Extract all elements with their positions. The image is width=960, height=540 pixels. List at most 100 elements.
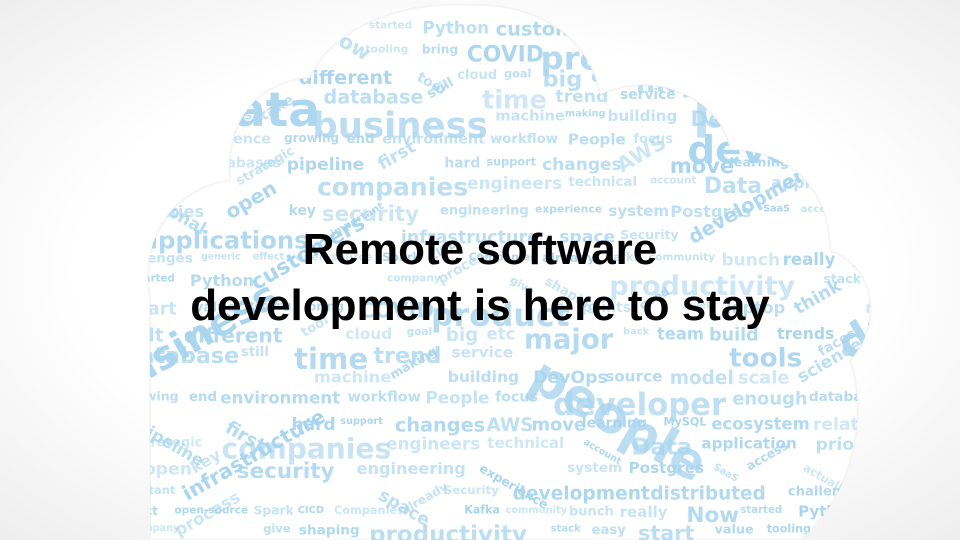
cloud-word: strategic [136, 436, 202, 451]
cloud-word: SaaS [763, 204, 790, 215]
cloud-word: MySQL [663, 415, 706, 428]
cloud-word: value [715, 523, 754, 538]
cloud-word: DevOps [533, 368, 608, 388]
cloud-word: access [801, 204, 839, 215]
cloud-word: bunch [722, 250, 781, 270]
cloud-word: system [567, 460, 622, 476]
cloud-word: development [513, 484, 650, 505]
cloud-word: already [542, 250, 595, 265]
cloud-word: companies [317, 172, 468, 201]
cloud-word: support [340, 416, 383, 427]
cloud-word: making [565, 109, 606, 120]
cloud-word: Data [704, 174, 762, 199]
cloud-word: changes [542, 155, 622, 175]
cloud-word: Spark [254, 504, 295, 518]
cloud-word: move [532, 415, 586, 436]
cloud-word: developer [553, 388, 727, 423]
cloud-word: built [115, 325, 164, 347]
cloud-word: give [263, 522, 291, 536]
cloud-word: support [486, 155, 536, 168]
cloud-word: security [237, 459, 335, 484]
cloud-word: now [865, 298, 902, 317]
cloud-word: technical [568, 175, 637, 190]
cloud-word: COVID [359, 299, 435, 324]
cloud-word: security [322, 202, 419, 227]
cloud-word: company [387, 273, 441, 285]
cloud-word: enough [732, 389, 807, 410]
cloud-word: laptop [726, 299, 785, 318]
cloud-word: COVID [467, 42, 544, 67]
cloud-word: machine [495, 108, 564, 125]
cloud-word: started [133, 273, 175, 285]
cloud-word: Kafka [464, 504, 500, 517]
cloud-word: hard [444, 155, 480, 171]
cloud-word: really [783, 250, 836, 269]
cloud-word: build [709, 326, 759, 346]
cloud-word: engineers [386, 434, 480, 454]
cloud-word: relational [813, 415, 906, 435]
cloud-word: easy [592, 523, 627, 538]
cloud-word: community [505, 505, 567, 516]
cloud-word: account [650, 175, 696, 187]
cloud-word: major [524, 323, 614, 356]
cloud-word: value [195, 300, 237, 316]
cloud-word: distributed [650, 484, 765, 505]
cloud-word: service [620, 87, 676, 103]
cloud-word: tooling [767, 522, 811, 535]
cloud-word: productivity [369, 522, 527, 540]
cloud-word: building [448, 368, 519, 386]
cloud-word: Data [631, 435, 692, 461]
cloud-word: Companies [469, 251, 537, 264]
cloud-word: Postgres [670, 202, 751, 221]
cloud-word: bring [307, 300, 344, 314]
cloud-word: changes [395, 414, 485, 437]
cloud-word: Security [444, 483, 499, 497]
cloud-word: time [294, 342, 368, 376]
cloud-word: AWS [487, 415, 534, 436]
cloud-word: system [608, 202, 669, 220]
cloud-word: growing [284, 131, 339, 145]
cloud-word: goal [407, 326, 432, 338]
cloud-word: Kafka [604, 250, 641, 264]
cloud-word: People [426, 388, 490, 408]
cloud-word: goal [504, 68, 531, 81]
cloud-word: building [608, 107, 678, 125]
cloud-word: database [124, 343, 240, 369]
cloud-word: effect [253, 252, 285, 263]
cloud-word: shaping [299, 522, 360, 538]
cloud-word: generic [201, 251, 241, 262]
cloud-word: engineering [357, 459, 466, 478]
cloud-word: stack [551, 523, 581, 534]
cloud-word: hard [292, 415, 336, 435]
cloud-word: start [129, 300, 176, 320]
cloud-word: learning [729, 156, 789, 171]
cloud-word: trend [374, 343, 442, 369]
cloud-word: databases [809, 389, 888, 405]
cloud-word: level [683, 300, 709, 311]
cloud-word: started [740, 505, 782, 516]
cloud-shape [147, 3, 872, 540]
title-line-1: Remote software [302, 225, 658, 274]
cloud-word: ecosystem [711, 414, 809, 433]
cloud-word: companies [222, 433, 392, 466]
cloud-word: company [131, 523, 180, 534]
cloud-word: bunch [569, 504, 614, 519]
cloud-word: stack [823, 271, 861, 286]
slide-title: Remote software development is here to s… [80, 222, 880, 334]
cloud-word: application [701, 434, 796, 452]
cloud-word: different [184, 324, 283, 348]
cloud-word: move [670, 154, 734, 178]
cloud-word: focus [495, 390, 538, 406]
cloud-word: still [241, 345, 269, 360]
title-line-2: development is here to stay [190, 281, 770, 330]
cloud-word: open-source [296, 251, 373, 264]
cloud-word: Postgres [629, 459, 705, 477]
cloud-word: community [649, 251, 715, 263]
cloud-word: workflow [348, 390, 421, 406]
cloud-word: back [623, 326, 650, 337]
cloud-word: Python [190, 271, 254, 290]
cloud-word: important [110, 483, 176, 497]
cloud-word: applications [142, 225, 309, 254]
cloud-word: end [189, 390, 217, 405]
